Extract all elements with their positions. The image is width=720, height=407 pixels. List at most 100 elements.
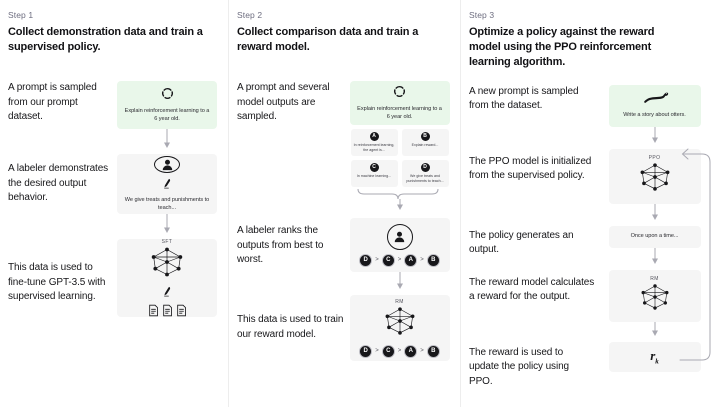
rank-badge-3: A [404, 344, 418, 358]
arrow-down-icon [395, 272, 405, 295]
neural-network-icon [637, 283, 673, 316]
step-1-row-1: A prompt is sampled from our prompt data… [8, 81, 218, 154]
sft-model-block[interactable]: SFT [117, 239, 217, 318]
reward-symbol: rk [650, 347, 659, 366]
rank-badge-2: C [381, 344, 395, 358]
rank-separator: > [375, 257, 379, 264]
step-3-graphic-4: RM [599, 269, 710, 342]
step-3-graphic-2: PPO [599, 148, 710, 226]
step-2-row-1: A prompt and several model outputs are s… [237, 81, 450, 216]
ranking-row: D > C > A > B [359, 344, 440, 358]
brace-arrow-icon [350, 187, 450, 216]
output-option-d[interactable]: D We give treats and punishments to teac… [401, 160, 449, 188]
rm-model-block[interactable]: RM [349, 295, 450, 362]
person-circle-icon [386, 223, 413, 250]
step-2-column: Step 2 Collect comparison data and train… [228, 0, 460, 407]
step-3-graphic-3: Once upon a time... [599, 225, 710, 270]
arrow-down-icon [162, 214, 172, 239]
step-2-label: Step 2 [237, 10, 263, 20]
step-2-row-3: This data is used to train our reward mo… [237, 295, 450, 362]
step-1-label: Step 1 [8, 10, 34, 20]
option-badge: D [420, 163, 430, 173]
output-option-a[interactable]: A In reinforcement learning, the agent i… [350, 129, 398, 157]
person-circle-icon [154, 155, 180, 173]
dashed-circle-icon [393, 85, 406, 103]
step-3-title: Optimize a policy against the reward mod… [469, 26, 655, 69]
step-3-row-4: The reward model calculates a reward for… [469, 269, 710, 342]
step-3-caption-1: A new prompt is sampled from the dataset… [469, 85, 579, 112]
prompt-block[interactable]: Write a story about otters. [608, 84, 701, 127]
neural-network-icon [636, 162, 674, 197]
step-2-graphic-2: D > C > A > B [349, 218, 450, 295]
ppo-model-block[interactable]: PPO [608, 148, 701, 204]
step-1-row-2: A labeler demonstrates the desired outpu… [8, 154, 218, 239]
step-3-label: Step 3 [469, 10, 495, 20]
step-1-graphic-2: We give treats and punishments to teach.… [116, 154, 218, 239]
feedback-arrow-icon [674, 148, 718, 371]
rank-separator: > [375, 348, 379, 355]
prompt-block[interactable]: Explain reinforcement learning to a 6 ye… [117, 81, 217, 130]
rank-badge-3: A [404, 253, 418, 267]
rank-separator: > [420, 348, 424, 355]
rm-label: RM [395, 298, 404, 305]
step-3-row-3: The policy generates an output. Once upo… [469, 225, 710, 270]
reward-subscript: k [655, 357, 659, 366]
step-3-row-2: The PPO model is initialized from the su… [469, 148, 710, 226]
reward-block[interactable]: rk [608, 341, 701, 372]
step-1-column: Step 1 Collect demonstration data and tr… [0, 0, 228, 407]
generated-output-block[interactable]: Once upon a time... [608, 225, 701, 248]
option-text: We give treats and punishments to teach.… [406, 174, 444, 184]
rank-badge-4: B [426, 253, 440, 267]
rank-badge-4: B [426, 344, 440, 358]
pen-icon [163, 284, 172, 302]
arrow-down-icon [162, 129, 172, 154]
output-option-b[interactable]: B Explain reward... [401, 129, 449, 157]
option-badge: A [369, 132, 379, 142]
step-2-row-2: A labeler ranks the outputs from best to… [237, 218, 450, 295]
step-2-graphic-3: RM [349, 295, 450, 362]
labeler-rank-block[interactable]: D > C > A > B [349, 218, 450, 273]
step-2-caption-1: A prompt and several model outputs are s… [237, 82, 330, 123]
output-option-c[interactable]: C In machine learning... [350, 160, 398, 188]
step-3-row-1: A new prompt is sampled from the dataset… [469, 84, 710, 149]
step-2-caption-2: A labeler ranks the outputs from best to… [237, 225, 324, 266]
step-3-caption-2: The PPO model is initialized from the su… [469, 155, 592, 182]
step-1-caption-2: A labeler demonstrates the desired outpu… [8, 163, 109, 204]
prompt-text: Write a story about otters. [623, 112, 686, 119]
sft-label: SFT [161, 239, 173, 246]
arrow-down-icon [650, 203, 660, 226]
neural-network-icon [381, 306, 419, 341]
option-text: In reinforcement learning, the agent is.… [353, 143, 395, 153]
labeler-text: We give treats and punishments to teach.… [124, 196, 210, 211]
model-outputs-grid: A In reinforcement learning, the agent i… [350, 129, 449, 188]
step-3-column: Step 3 Optimize a policy against the rew… [460, 0, 720, 407]
step-1-title: Collect demonstration data and train a s… [8, 26, 203, 54]
prompt-block[interactable]: Explain reinforcement learning to a 6 ye… [349, 81, 450, 126]
rank-badge-1: D [359, 344, 373, 358]
step-1-caption-3: This data is used to fine-tune GPT-3.5 w… [8, 262, 106, 303]
step-3-graphic-5: rk [599, 341, 710, 372]
rank-separator: > [397, 257, 402, 264]
step-1-row-3: This data is used to fine-tune GPT-3.5 w… [8, 239, 218, 318]
step-1-graphic-1: Explain reinforcement learning to a 6 ye… [116, 81, 218, 154]
neural-network-icon [147, 246, 187, 283]
step-3-row-5: The reward is used to update the policy … [469, 341, 710, 390]
step-3-caption-5: The reward is used to update the policy … [469, 346, 569, 387]
step-3-graphic-1: Write a story about otters. [599, 84, 710, 149]
labeler-block[interactable]: We give treats and punishments to teach.… [117, 154, 217, 215]
rank-badge-1: D [359, 253, 373, 267]
rm-model-block[interactable]: RM [608, 269, 701, 322]
arrow-down-icon [650, 321, 660, 342]
step-3-caption-4: The reward model calculates a reward for… [469, 276, 595, 303]
step-2-title: Collect comparison data and train a rewa… [237, 26, 419, 54]
rank-badge-2: C [381, 253, 395, 267]
ranking-row: D > C > A > B [359, 253, 440, 267]
generated-output-text: Once upon a time... [630, 232, 679, 239]
rank-separator: > [397, 348, 402, 355]
dashed-circle-icon [161, 87, 174, 105]
ppo-label: PPO [648, 155, 661, 162]
prompt-text: Explain reinforcement learning to a 6 ye… [124, 107, 210, 122]
rm-label: RM [650, 275, 659, 282]
arrow-down-icon [650, 126, 660, 149]
